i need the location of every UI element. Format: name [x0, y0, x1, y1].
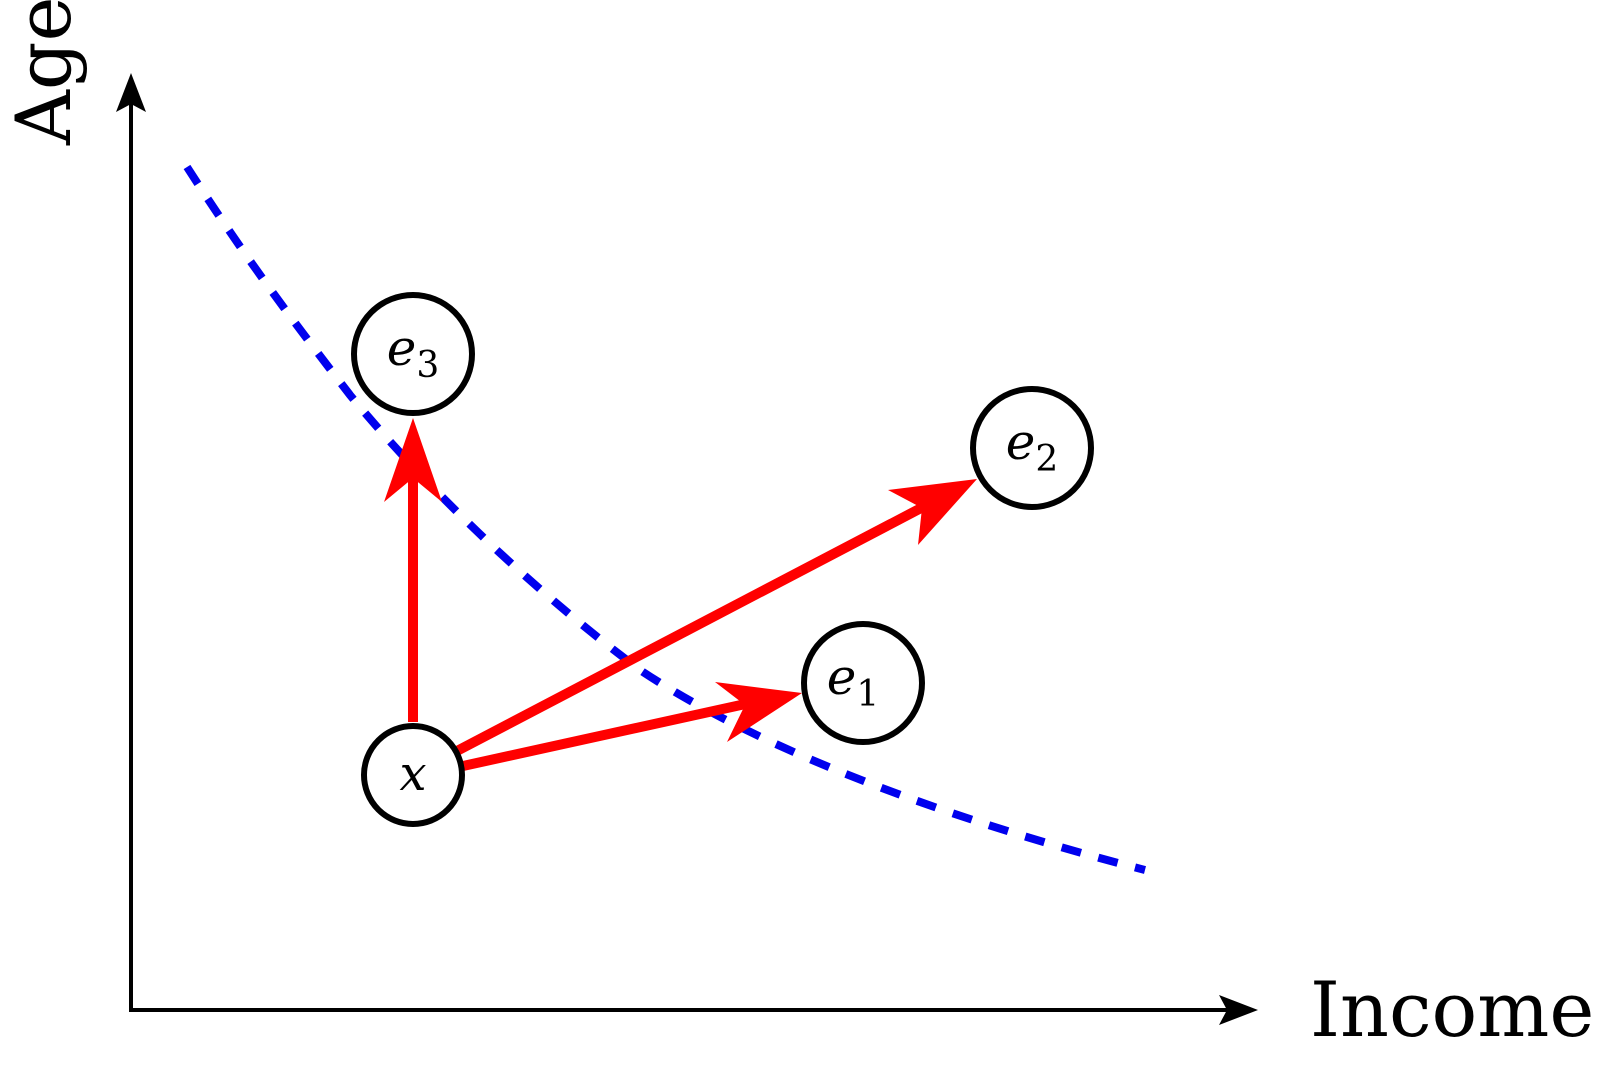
- svg-text:e2: e2: [1006, 413, 1059, 480]
- arrow-x-to-e1: [461, 682, 802, 771]
- x-axis: [129, 995, 1258, 1025]
- node-e1: e1: [801, 621, 925, 745]
- node-e3: e3: [351, 292, 475, 416]
- svg-text:e3: e3: [387, 319, 440, 386]
- arrow-x-to-e2: [452, 479, 977, 757]
- y-axis-arrowhead-icon: [116, 73, 146, 112]
- node-x: x: [361, 723, 465, 827]
- decision-boundary: [183, 164, 1146, 874]
- x-axis-label: Income: [1310, 965, 1594, 1054]
- y-axis: [116, 73, 146, 1010]
- x-axis-arrowhead-icon: [1219, 995, 1258, 1025]
- node-e2: e2: [970, 386, 1094, 510]
- arrow-x-to-e3: [384, 418, 442, 722]
- svg-text:e1: e1: [827, 648, 880, 715]
- y-axis-label: Age: [0, 0, 88, 146]
- svg-text:x: x: [399, 746, 426, 802]
